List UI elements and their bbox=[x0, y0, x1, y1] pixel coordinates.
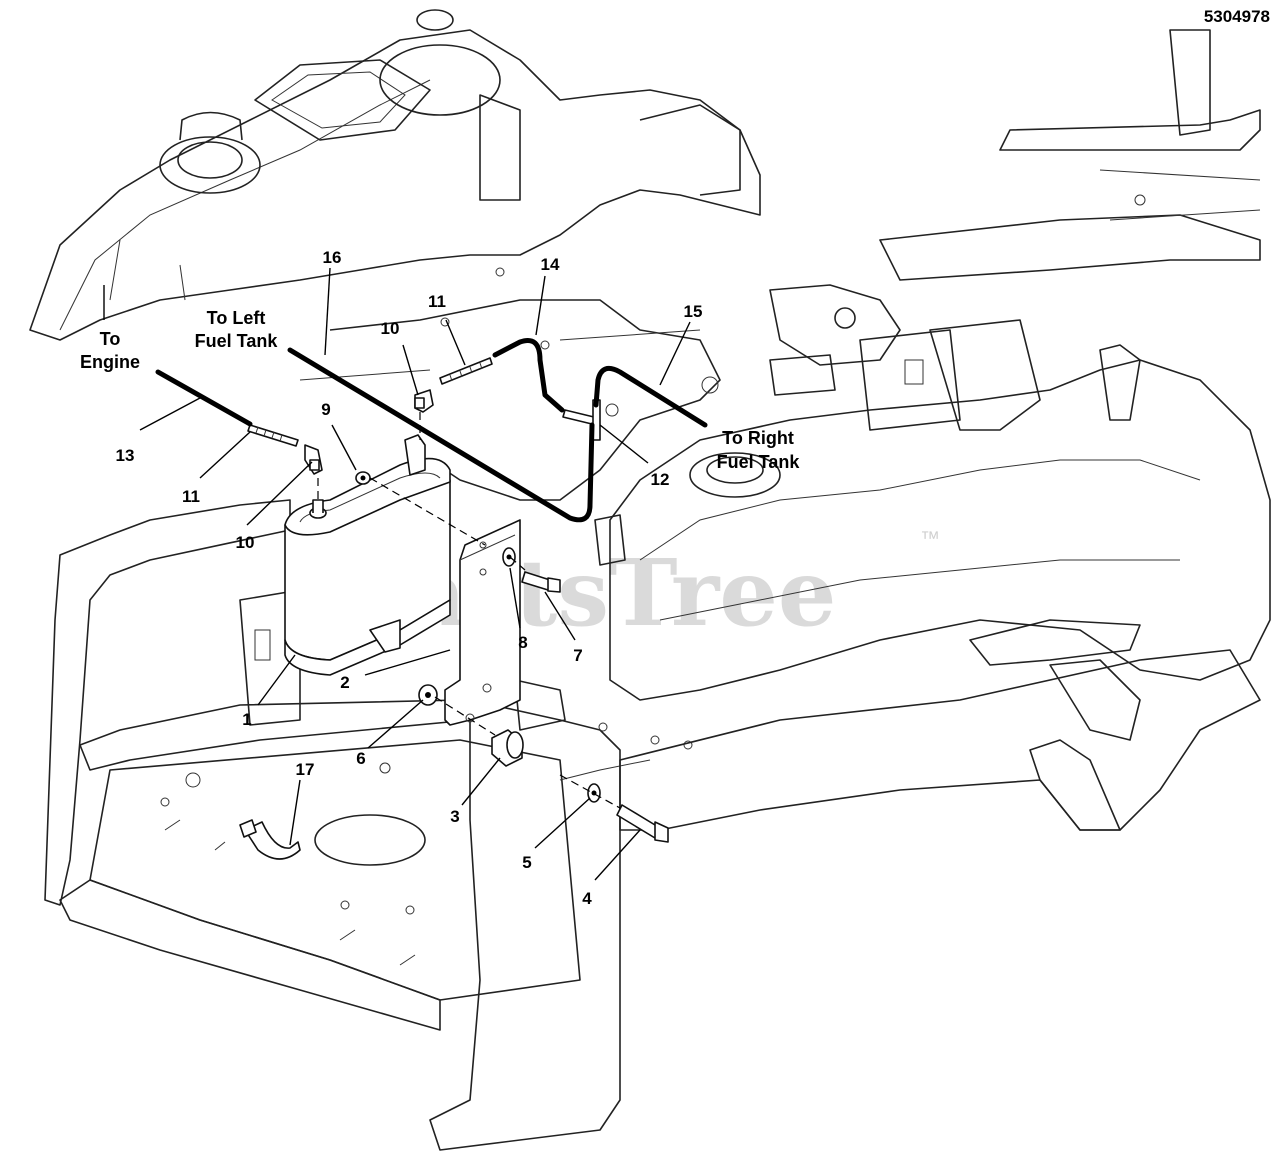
destination-labels: To Engine To Left Fuel Tank To Right Fue… bbox=[80, 308, 800, 472]
label-to-left-tank-line2: Fuel Tank bbox=[195, 331, 279, 351]
callout-16: 16 bbox=[323, 248, 342, 267]
nut-9 bbox=[355, 471, 371, 485]
hose-to-left-tank bbox=[287, 347, 595, 523]
callout-13: 13 bbox=[116, 446, 135, 465]
label-to-right-tank-line2: Fuel Tank bbox=[717, 452, 801, 472]
charcoal-canister bbox=[284, 434, 451, 676]
part-callouts: 1 2 3 4 5 6 7 8 9 10 10 11 11 12 13 14 1… bbox=[116, 248, 703, 908]
bolt-7 bbox=[521, 571, 561, 593]
label-to-engine-line2: Engine bbox=[80, 352, 140, 372]
callout-4: 4 bbox=[582, 889, 592, 908]
bolt-4 bbox=[616, 804, 669, 843]
elbow-fitting-upper bbox=[414, 389, 434, 413]
callout-17: 17 bbox=[296, 760, 315, 779]
diagram-number: 5304978 bbox=[1204, 7, 1270, 26]
hose-to-right-tank bbox=[593, 365, 708, 428]
fuel-hoses bbox=[155, 338, 708, 523]
rubber-bushing bbox=[491, 729, 524, 767]
elbow-fitting-lower bbox=[304, 444, 323, 475]
callout-1: 1 bbox=[242, 710, 251, 729]
leader-lines bbox=[103, 267, 691, 881]
callout-10-lower: 10 bbox=[236, 533, 255, 552]
callout-5: 5 bbox=[522, 853, 531, 872]
washer-8 bbox=[502, 547, 516, 567]
callout-3: 3 bbox=[450, 807, 459, 826]
callout-2: 2 bbox=[340, 673, 349, 692]
callout-8: 8 bbox=[518, 633, 527, 652]
hose-to-engine bbox=[155, 369, 253, 427]
callout-15: 15 bbox=[684, 302, 703, 321]
washer-5 bbox=[587, 783, 601, 803]
mounting-bracket bbox=[444, 519, 521, 726]
callout-14: 14 bbox=[541, 255, 560, 274]
cable-tie bbox=[239, 819, 301, 860]
label-to-engine-line1: To bbox=[100, 329, 121, 349]
callout-7: 7 bbox=[573, 646, 582, 665]
callout-10-upper: 10 bbox=[381, 319, 400, 338]
callout-11-upper: 11 bbox=[428, 292, 446, 311]
hose-14 bbox=[492, 338, 565, 413]
mower-frame-drawing bbox=[29, 9, 1271, 1151]
label-to-left-tank-line1: To Left bbox=[207, 308, 266, 328]
assembly-lines bbox=[317, 412, 621, 809]
callout-11-lower: 11 bbox=[182, 487, 200, 506]
callout-12: 12 bbox=[651, 470, 670, 489]
nut-6 bbox=[418, 684, 438, 706]
callout-9: 9 bbox=[321, 400, 330, 419]
label-to-right-tank-line1: To Right bbox=[722, 428, 794, 448]
callout-6: 6 bbox=[356, 749, 365, 768]
watermark-trademark: ™ bbox=[920, 528, 940, 550]
hose-connectors bbox=[247, 357, 601, 447]
